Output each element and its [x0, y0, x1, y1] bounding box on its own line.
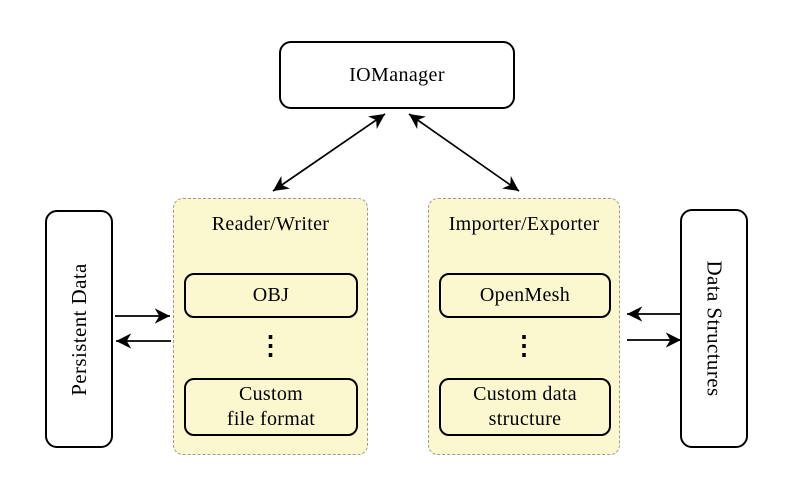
arrow-iomanager-readerwriter: [272, 113, 386, 192]
iomanager-label: IOManager: [349, 63, 445, 86]
persistent-data-box: Persistent Data: [45, 210, 113, 448]
reader-writer-group: Reader/Writer OBJ ⋮ Custom file format: [173, 198, 368, 455]
obj-label: OBJ: [252, 284, 290, 306]
custom-file-format-line1: Custom: [238, 383, 304, 405]
obj-box: OBJ: [184, 273, 358, 318]
custom-data-structure-box: Custom data structure: [439, 378, 611, 436]
custom-file-format-line2: file format: [226, 408, 316, 430]
data-structures-label: Data Structures: [702, 260, 727, 397]
openmesh-label: OpenMesh: [479, 284, 571, 306]
custom-data-structure-line2: structure: [488, 408, 562, 430]
data-structures-box: Data Structures: [680, 209, 748, 448]
importer-exporter-ellipsis: ⋮: [511, 331, 537, 360]
iomanager-box: IOManager: [279, 41, 515, 109]
custom-file-format-box: Custom file format: [184, 378, 358, 436]
persistent-data-label: Persistent Data: [66, 262, 91, 396]
custom-data-structure-line1: Custom data: [473, 383, 577, 405]
openmesh-box: OpenMesh: [439, 273, 611, 318]
importer-exporter-title: Importer/Exporter: [448, 213, 600, 235]
reader-writer-title: Reader/Writer: [211, 213, 330, 235]
importer-exporter-group: Importer/Exporter OpenMesh ⋮ Custom data…: [428, 198, 620, 455]
reader-writer-ellipsis: ⋮: [257, 331, 284, 360]
arrow-iomanager-importerexporter: [408, 113, 520, 192]
